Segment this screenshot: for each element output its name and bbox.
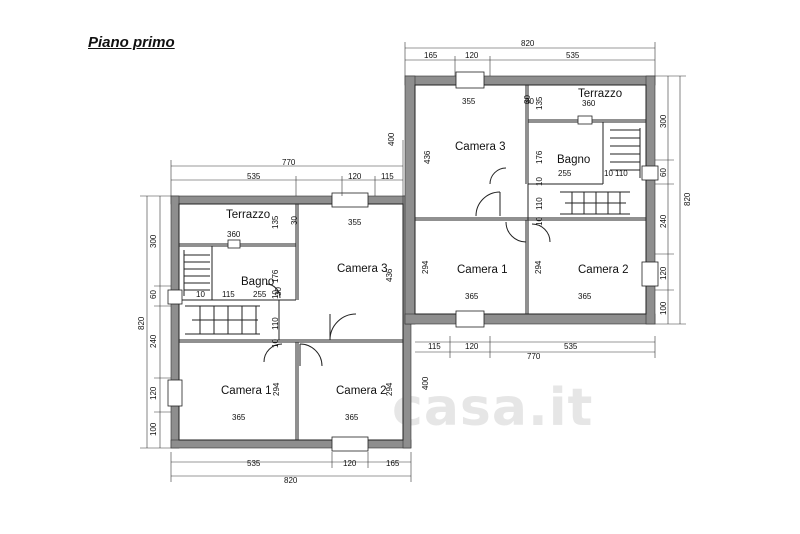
right-north-wall <box>404 75 656 86</box>
left-south-wall <box>170 439 412 449</box>
right-terrazzo-label: Terrazzo <box>578 88 622 100</box>
right-inner-dim-10: 110 <box>615 169 628 178</box>
right-camera1-label: Camera 1 <box>457 264 508 276</box>
right-inner-dim-3: 176 <box>535 150 544 164</box>
plan-title: Piano primo <box>88 34 175 51</box>
left-camera1-width: 365 <box>232 413 246 422</box>
left-inner-dim-7: 400 <box>421 376 430 390</box>
left-side-dim-3: 240 <box>149 334 158 348</box>
left-bottom-dim-2: 120 <box>343 459 357 468</box>
left-unit-labels: Terrazzo 360 Bagno 255 Camera 3 355 436 … <box>137 158 430 485</box>
left-west-wall <box>170 195 180 449</box>
left-side-dim-1: 300 <box>149 234 158 248</box>
left-bottom-dim-1: 535 <box>247 459 261 468</box>
left-camera2-height: 294 <box>385 382 394 396</box>
left-inner-dim-2: 30 <box>290 216 299 225</box>
right-unit-walls <box>404 75 656 325</box>
right-windows <box>455 71 659 328</box>
left-terrazzo-dim: 360 <box>227 230 241 239</box>
right-unit-interior <box>414 84 647 315</box>
right-camera2-height: 294 <box>534 260 543 274</box>
left-top-dim-3: 115 <box>381 172 394 181</box>
watermark: casa.it <box>392 378 594 438</box>
right-inner-dim-4: 110 <box>535 197 544 210</box>
left-bottom-dim-3: 165 <box>386 459 400 468</box>
right-camera2-label: Camera 2 <box>578 264 629 276</box>
right-south-wall <box>404 313 656 325</box>
left-top-dim-1: 535 <box>247 172 261 181</box>
left-top-dim-total: 770 <box>282 158 296 167</box>
right-camera1-width: 365 <box>465 292 479 301</box>
right-bottom-dim-total: 770 <box>527 352 541 361</box>
right-inner-dim-9: 10 <box>604 169 613 178</box>
right-side-dim-1: 300 <box>659 114 668 128</box>
left-bagno-dim: 255 <box>253 290 267 299</box>
right-side-dim-4: 120 <box>659 266 668 280</box>
left-inner-dim-8: 10 <box>196 290 205 299</box>
right-side-dim-5: 100 <box>659 301 668 315</box>
left-inner-dim-10: 30 <box>274 287 283 296</box>
left-camera2-label: Camera 2 <box>336 385 387 397</box>
left-bottom-dim-total: 820 <box>284 476 298 485</box>
right-top-dim-2: 120 <box>465 51 479 60</box>
left-inner-dim-4: 110 <box>271 317 280 330</box>
left-inner-dim-9: 115 <box>222 290 235 299</box>
right-bottom-dim-2: 120 <box>465 342 479 351</box>
right-west-wall <box>404 75 416 325</box>
right-terrazzo-dim: 360 <box>582 99 596 108</box>
left-side-dim-2: 60 <box>149 290 158 299</box>
left-unit-interior <box>178 203 404 441</box>
right-inner-dim-5: 10 <box>535 177 544 186</box>
right-side-dim-2: 60 <box>659 168 668 177</box>
right-bottom-dim-3: 535 <box>564 342 578 351</box>
left-camera2-width: 365 <box>345 413 359 422</box>
right-camera1-height: 294 <box>421 260 430 274</box>
right-inner-dim-2: 135 <box>535 96 544 110</box>
left-side-dim-total: 820 <box>137 316 146 330</box>
right-bagno-dim: 255 <box>558 169 572 178</box>
left-inner-dim-5: 10 <box>271 290 280 299</box>
right-unit-labels: Terrazzo 360 Bagno 255 Camera 3 355 436 … <box>387 39 692 361</box>
right-bagno-label: Bagno <box>557 154 590 166</box>
right-inner-dim-1: 30 <box>523 95 532 104</box>
left-inner-dim-1: 135 <box>271 215 280 229</box>
dimension-lines <box>140 42 686 482</box>
left-side-dim-5: 100 <box>149 422 158 436</box>
left-camera3-height: 436 <box>385 268 394 282</box>
right-top-dim-total: 820 <box>521 39 535 48</box>
right-top-dim-1: 165 <box>424 51 438 60</box>
left-camera3-label: Camera 3 <box>337 263 388 275</box>
right-camera2-width: 365 <box>578 292 592 301</box>
left-camera3-width: 355 <box>348 218 362 227</box>
left-terrazzo-label: Terrazzo <box>226 209 270 221</box>
left-top-dim-2: 120 <box>348 172 362 181</box>
right-camera3-label: Camera 3 <box>455 141 506 153</box>
right-camera3-height: 436 <box>423 150 432 164</box>
left-camera1-height: 294 <box>272 382 281 396</box>
right-camera3-width: 355 <box>462 97 476 106</box>
left-inner-dim-6: 10 <box>271 339 280 348</box>
right-inner-dim-6: 10 <box>535 217 544 226</box>
right-inner-dim-7: 400 <box>387 132 396 146</box>
right-bottom-dim-1: 115 <box>428 342 441 351</box>
left-camera1-label: Camera 1 <box>221 385 272 397</box>
right-top-dim-3: 535 <box>566 51 580 60</box>
right-inner-dim-8: 30 <box>525 97 534 106</box>
left-bagno-label: Bagno <box>241 276 274 288</box>
left-unit-walls <box>170 195 412 449</box>
left-windows <box>167 192 369 452</box>
left-side-dim-4: 120 <box>149 386 158 400</box>
left-inner-dim-3: 176 <box>271 269 280 283</box>
left-top-wall <box>170 195 412 205</box>
right-side-dim-total: 820 <box>683 192 692 206</box>
right-side-dim-3: 240 <box>659 214 668 228</box>
right-east-wall <box>645 75 656 325</box>
